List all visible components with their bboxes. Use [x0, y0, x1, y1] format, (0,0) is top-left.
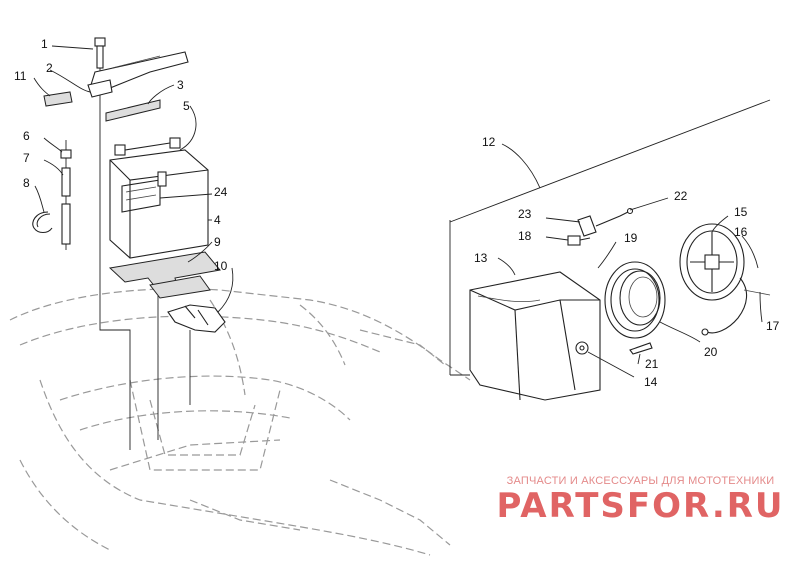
callout-11: 11 [14, 69, 27, 83]
lamp-wire [701, 277, 771, 336]
bulb-socket [567, 235, 591, 246]
wire-plug [577, 207, 634, 237]
watermark: ЗАПЧАСТИ И АКСЕССУАРЫ ДЛЯ МОТОТЕХНИКИ PA… [488, 475, 793, 525]
callout-22: 22 [674, 189, 688, 203]
headlight-housing [469, 271, 601, 401]
callout-6: 6 [23, 129, 30, 143]
callout-14: 14 [644, 375, 658, 389]
reflector-ring [604, 261, 666, 339]
callout-3: 3 [177, 78, 184, 92]
callout-10: 10 [214, 259, 228, 273]
bracket [43, 91, 73, 107]
callout-16: 16 [734, 225, 748, 239]
watermark-tagline: ЗАПЧАСТИ И АКСЕССУАРЫ ДЛЯ МОТОТЕХНИКИ [506, 475, 775, 487]
callout-9: 9 [214, 235, 221, 249]
adjust-knob [575, 341, 589, 355]
callout-7: 7 [23, 151, 30, 165]
callout-5: 5 [183, 99, 190, 113]
terminal-nut [60, 149, 72, 159]
cable-connector [167, 304, 226, 333]
battery [109, 137, 209, 259]
watermark-logo: PARTSFOR.RU [496, 486, 785, 526]
callout-13: 13 [474, 251, 488, 265]
pad-strip [105, 99, 161, 122]
callout-1: 1 [41, 37, 48, 51]
assembly-lines [65, 50, 470, 450]
callout-19: 19 [624, 231, 638, 245]
callout-17: 17 [766, 319, 780, 333]
callout-4: 4 [214, 213, 221, 227]
reference-bracket-12 [449, 99, 771, 223]
callout-8: 8 [23, 176, 30, 190]
callout-18: 18 [518, 229, 532, 243]
callout-leaders [33, 45, 763, 378]
battery-tray [108, 251, 221, 299]
callout-2: 2 [46, 61, 53, 75]
vent-tube [61, 167, 71, 245]
callout-12: 12 [482, 135, 496, 149]
headlight-bezel [679, 223, 745, 301]
vehicle-body-outline [9, 288, 471, 556]
spring-clip [629, 342, 653, 355]
callout-numbers: 1 2 3 11 5 6 7 8 24 4 9 10 12 13 14 15 1… [14, 37, 780, 389]
callout-21: 21 [645, 357, 659, 371]
callout-15: 15 [734, 205, 748, 219]
callout-23: 23 [518, 207, 532, 221]
callout-20: 20 [704, 345, 718, 359]
callout-24: 24 [214, 185, 228, 199]
bolt [94, 37, 106, 69]
retaining-clip [32, 211, 53, 234]
hold-down-strap [87, 51, 189, 98]
